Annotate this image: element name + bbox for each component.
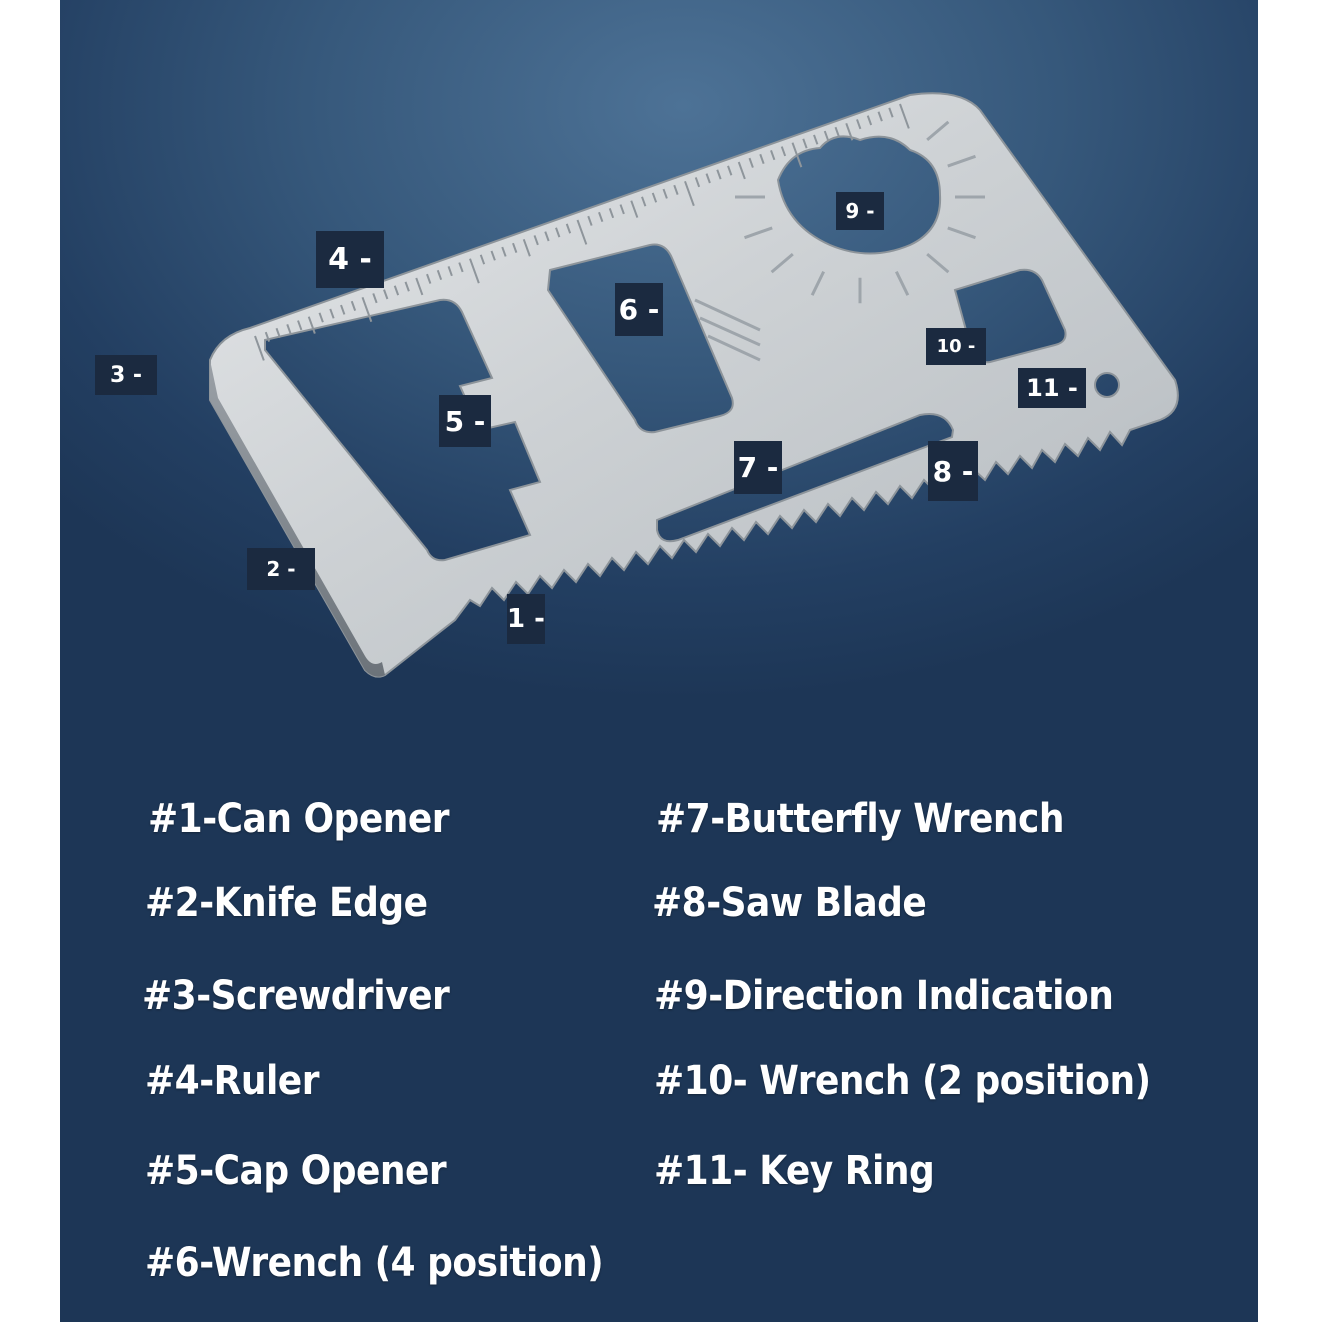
card-body: [209, 92, 1179, 678]
ruler-tick: [372, 293, 378, 304]
ruler-tick: [576, 219, 588, 245]
compass-ray: [926, 120, 950, 142]
ruler-tick: [361, 296, 373, 323]
compass-rays: [735, 120, 985, 304]
ruler-tick: [651, 192, 658, 203]
ruler-tick: [727, 165, 733, 176]
ruler-tick: [823, 130, 830, 141]
ruler-tick: [415, 277, 424, 296]
ruler-tick: [587, 215, 593, 226]
ruler-tick: [393, 285, 400, 296]
legend-item-5: #5-Cap Opener: [145, 1148, 447, 1194]
compass-ray: [770, 252, 794, 274]
callout-6: 6 -: [615, 283, 663, 336]
ruler-tick: [350, 300, 357, 311]
ruler-tick: [641, 196, 647, 207]
compass-ray: [744, 226, 773, 240]
legend-item-7: #7-Butterfly Wrench: [656, 796, 1064, 842]
ruler-tick: [899, 103, 910, 129]
ruler-tick: [555, 227, 561, 238]
ruler-tick: [759, 153, 765, 165]
ruler-tick: [619, 204, 625, 215]
ruler-ticks: [254, 103, 910, 361]
ruler-tick: [630, 200, 639, 218]
callout-3: 3 -: [95, 355, 157, 395]
ruler-tick: [544, 231, 550, 242]
callout-7: 7 -: [734, 441, 782, 494]
callout-11: 11 -: [1018, 368, 1086, 408]
legend-item-6: #6-Wrench (4 position): [145, 1240, 604, 1286]
ruler-tick: [469, 258, 480, 284]
ruler-tick: [340, 304, 346, 315]
ruler-tick: [748, 157, 754, 168]
ruler-tick: [458, 262, 464, 273]
ruler-tick: [662, 188, 668, 199]
ruler-tick: [512, 242, 518, 253]
background-panel: 1 - 2 - 3 - 4 - 5 - 6 - 7 - 8 - 9 - 10 -…: [60, 0, 1258, 1322]
ruler-tick: [866, 115, 873, 126]
ruler-tick: [254, 335, 265, 361]
ruler-tick: [791, 142, 803, 168]
ruler-tick: [780, 146, 787, 157]
legend-item-2: #2-Knife Edge: [145, 880, 428, 926]
ruler-tick: [275, 327, 281, 339]
ruler-tick: [297, 320, 303, 331]
ruler-tick: [705, 173, 711, 184]
ruler-tick: [716, 169, 722, 180]
ruler-tick: [888, 107, 894, 118]
ruler-tick: [673, 184, 679, 195]
ruler-tick: [383, 289, 389, 300]
ruler-tick: [608, 208, 615, 219]
callout-10: 10 -: [926, 328, 986, 365]
legend-item-4: #4-Ruler: [145, 1058, 319, 1104]
compass-ray: [947, 226, 976, 240]
compass-ray: [926, 252, 950, 274]
ruler-tick: [694, 177, 701, 188]
ruler-tick: [522, 238, 531, 257]
ruler-tick: [286, 324, 292, 335]
compass-ray: [810, 270, 825, 296]
legend-item-3: #3-Screwdriver: [142, 973, 450, 1019]
compass-ray: [947, 154, 976, 168]
ruler-tick: [834, 126, 840, 137]
ruler-tick: [770, 150, 776, 161]
ruler-tick: [329, 308, 335, 319]
compass-ray: [895, 270, 910, 296]
callout-4: 4 -: [316, 231, 384, 288]
multitool-card-illustration: [209, 92, 1179, 678]
ruler-tick: [813, 134, 819, 145]
ruler-tick: [877, 111, 883, 122]
legend-item-8: #8-Saw Blade: [652, 880, 927, 926]
ruler-tick: [802, 138, 808, 149]
legend-item-9: #9-Direction Indication: [654, 973, 1114, 1019]
callout-1: 1 -: [507, 594, 545, 644]
ruler-tick: [501, 246, 507, 257]
ruler-tick: [533, 235, 539, 246]
ruler-tick: [479, 254, 486, 265]
ruler-tick: [447, 266, 453, 277]
ruler-tick: [307, 316, 316, 334]
ruler-tick: [737, 161, 746, 180]
legend-item-10: #10- Wrench (2 position): [654, 1058, 1151, 1104]
callout-5: 5 -: [439, 395, 491, 447]
callout-8: 8 -: [928, 441, 978, 501]
legend-item-11: #11- Key Ring: [654, 1148, 935, 1194]
ruler-tick: [264, 331, 271, 342]
ruler-tick: [404, 281, 410, 292]
ruler-tick: [426, 273, 432, 284]
ruler-tick: [845, 122, 854, 141]
ruler-tick: [856, 119, 862, 130]
ruler-tick: [684, 180, 695, 207]
callout-9: 9 -: [836, 192, 884, 230]
legend-item-1: #1-Can Opener: [148, 796, 450, 842]
ruler-tick: [318, 312, 324, 323]
engraved-mark: [694, 298, 761, 362]
ruler-tick: [598, 211, 604, 223]
ruler-tick: [436, 269, 443, 281]
callout-2: 2 -: [247, 548, 315, 590]
ruler-tick: [490, 250, 496, 261]
ruler-tick: [565, 223, 572, 234]
